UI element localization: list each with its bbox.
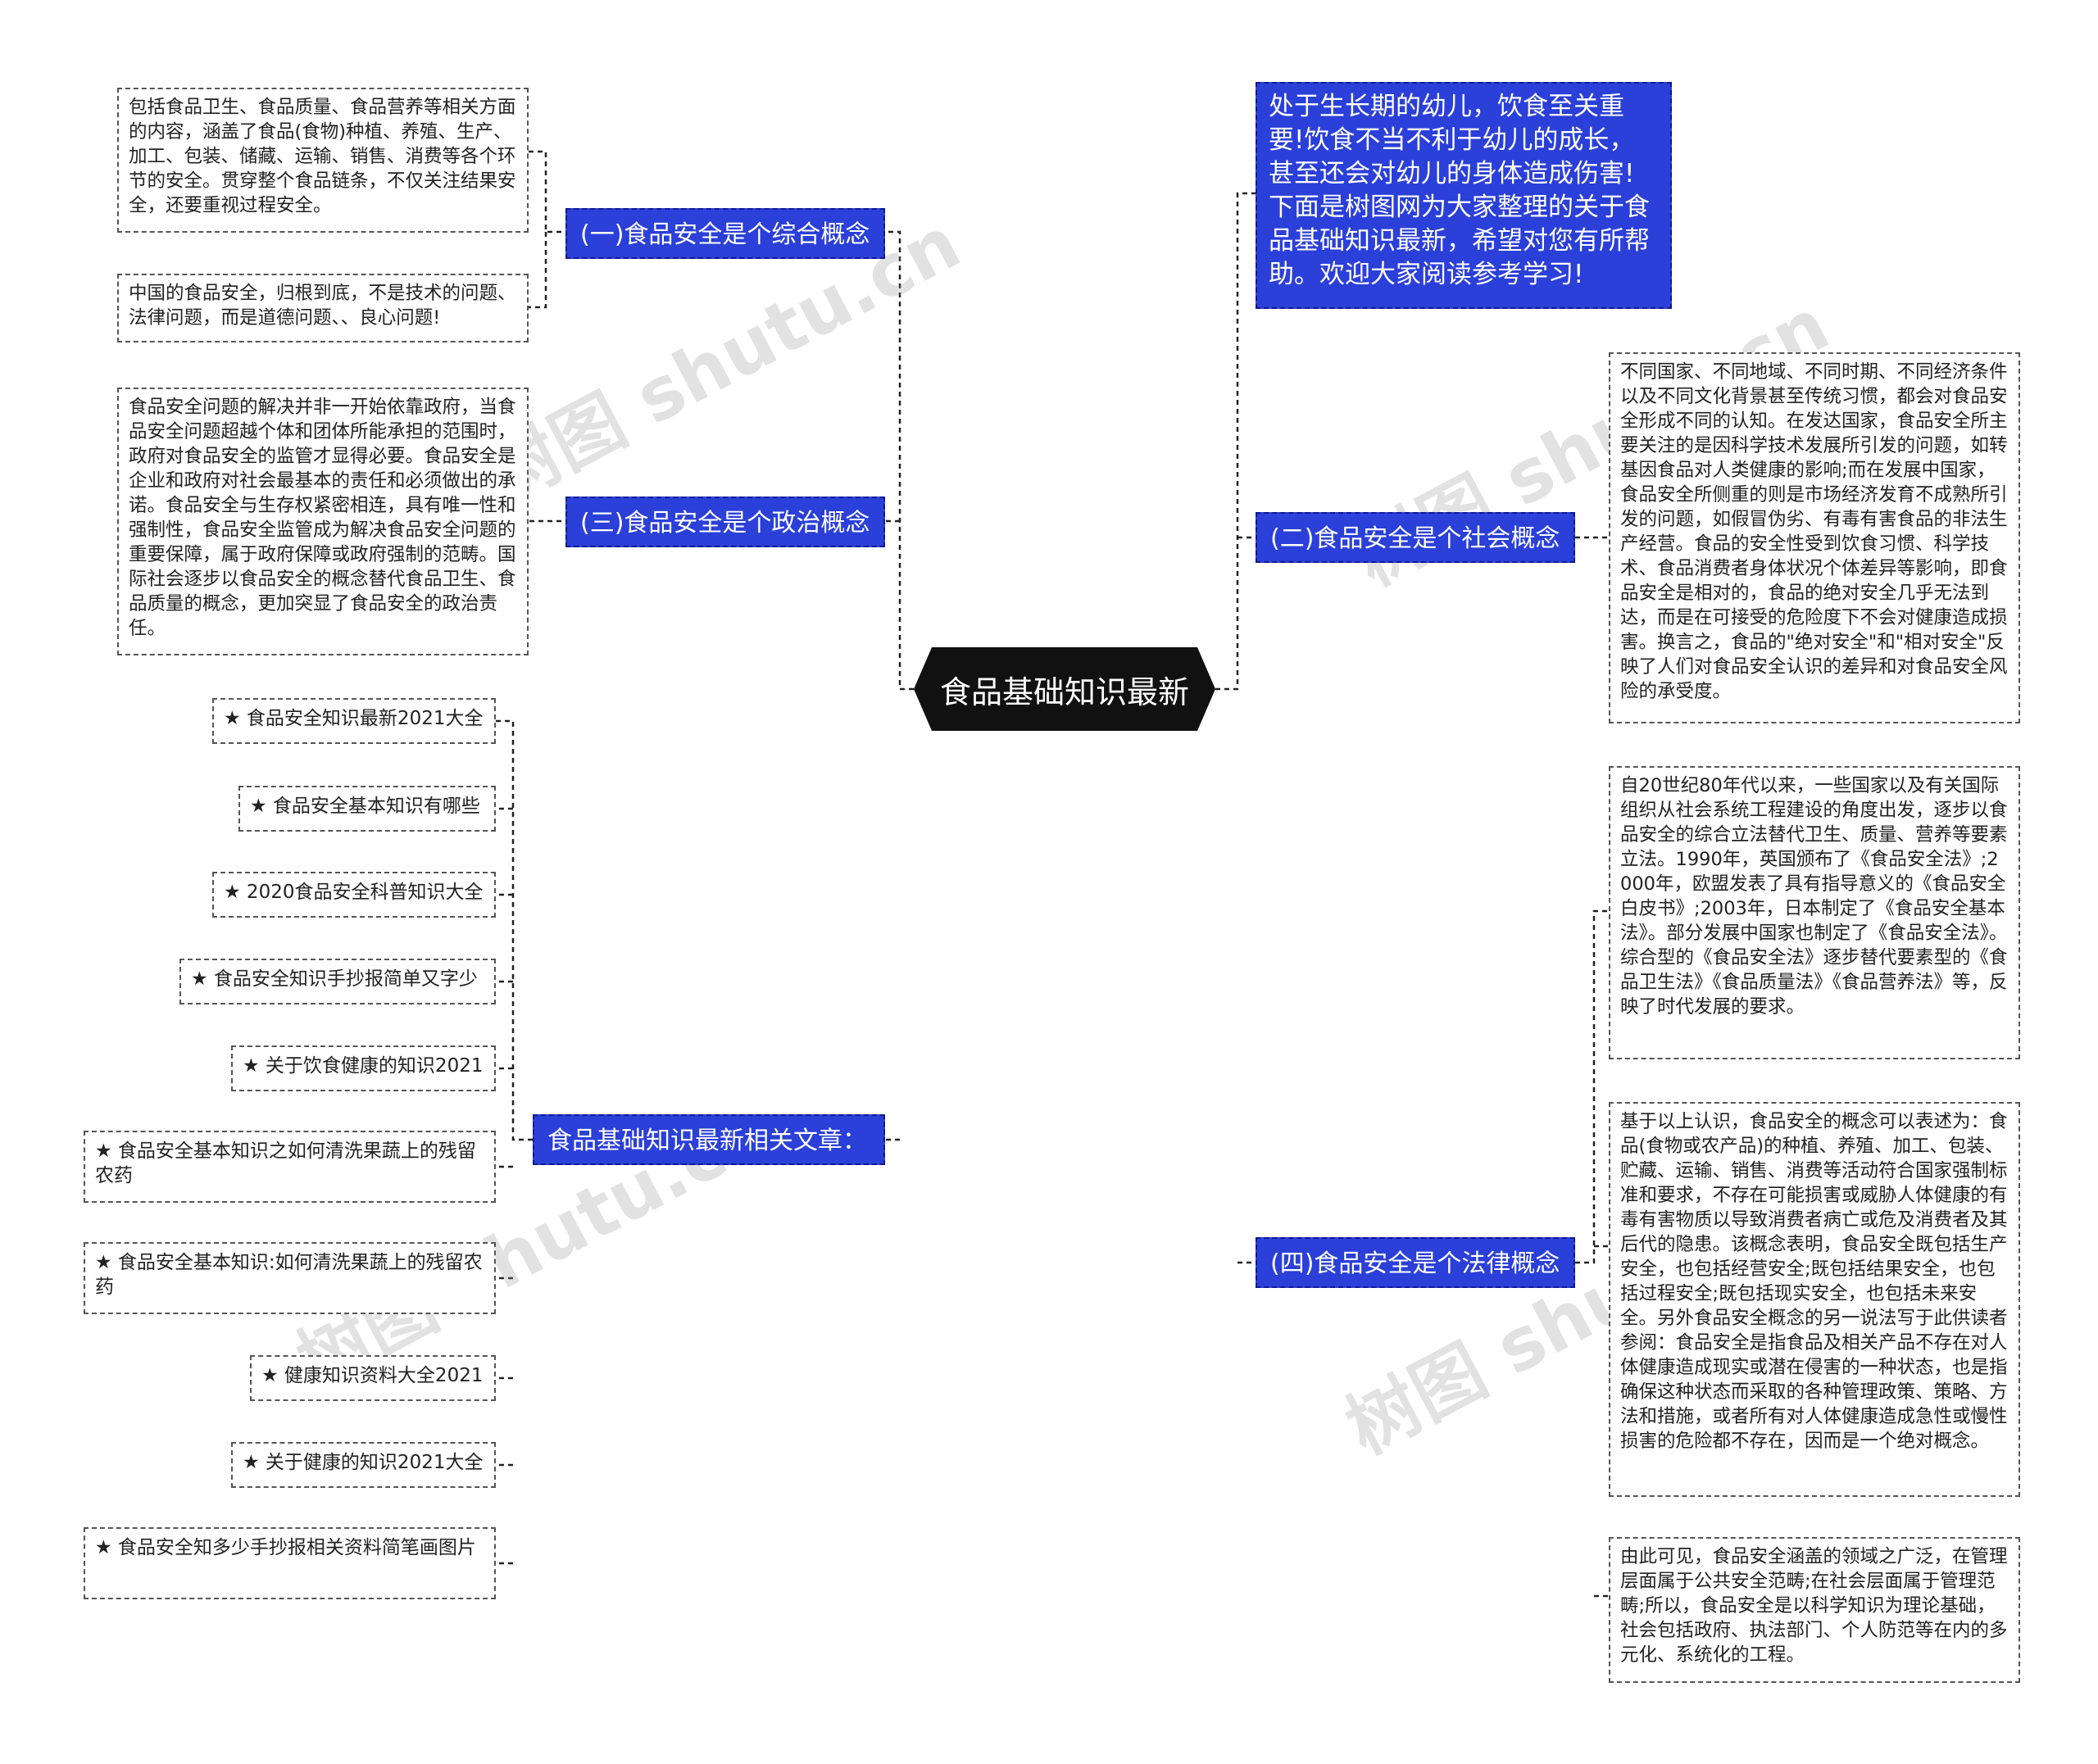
note-comprehensive-1: 包括食品卫生、食品质量、食品营养等相关方面的内容，涵盖了食品(食物)种植、养殖、…: [117, 88, 529, 233]
note-text: 基于以上认识，食品安全的概念可以表述为：食品(食物或农产品)的种植、养殖、加工、…: [1620, 1111, 2008, 1452]
connector: [885, 230, 914, 1141]
related-article-link[interactable]: ★ 关于饮食健康的知识2021: [231, 1045, 496, 1091]
topic-label: (三)食品安全是个政治概念: [580, 509, 870, 537]
topic-label: 食品基础知识最新相关文章：: [547, 1127, 867, 1155]
connector: [496, 719, 533, 1565]
related-article-link[interactable]: ★ 食品安全知识最新2021大全: [212, 698, 496, 744]
topic-social-concept[interactable]: (二)食品安全是个社会概念: [1256, 512, 1575, 563]
related-article-link[interactable]: ★ 食品安全基本知识之如何清洗果蔬上的残留农药: [84, 1131, 496, 1203]
topic-label: (一)食品安全是个综合概念: [580, 220, 870, 249]
connector: [1575, 909, 1609, 1598]
note-text: 中国的食品安全，归根到底，不是技术的问题、法律问题，而是道德问题、、良心问题!: [129, 283, 516, 329]
related-article-link[interactable]: ★ 食品安全知识手抄报简单又字少: [179, 959, 496, 1004]
central-topic[interactable]: 食品基础知识最新: [914, 647, 1215, 731]
note-text: 包括食品卫生、食品质量、食品营养等相关方面的内容，涵盖了食品(食物)种植、养殖、…: [129, 97, 516, 216]
note-text: 自20世纪80年代以来，一些国家以及有关国际组织从社会系统工程建设的角度出发，逐…: [1620, 775, 2008, 1018]
topic-label: (二)食品安全是个社会概念: [1270, 524, 1560, 553]
note-text: 由此可见，食品安全涵盖的领域之广泛，在管理层面属于公共安全范畴;在社会层面属于管…: [1620, 1546, 2008, 1666]
note-political: 食品安全问题的解决并非一开始依靠政府，当食品安全问题超越个体和团体所能承担的范围…: [117, 388, 529, 655]
note-text: 食品安全问题的解决并非一开始依靠政府，当食品安全问题超越个体和团体所能承担的范围…: [129, 397, 516, 639]
topic-political-concept[interactable]: (三)食品安全是个政治概念: [565, 497, 885, 547]
topic-label: (四)食品安全是个法律概念: [1270, 1249, 1560, 1278]
related-article-link[interactable]: ★ 食品安全基本知识:如何清洗果蔬上的残留农药: [84, 1242, 496, 1314]
intro-box[interactable]: 处于生长期的幼儿，饮食至关重要!饮食不当不利于幼儿的成长，甚至还会对幼儿的身体造…: [1256, 82, 1672, 309]
related-article-link[interactable]: ★ 健康知识资料大全2021: [250, 1355, 496, 1401]
connector: [1215, 192, 1256, 1264]
related-article-link[interactable]: ★ 2020食品安全科普知识大全: [212, 872, 496, 918]
related-article-link[interactable]: ★ 食品安全知多少手抄报相关资料简笔画图片: [84, 1527, 496, 1599]
note-legal-3: 由此可见，食品安全涵盖的领域之广泛，在管理层面属于公共安全范畴;在社会层面属于管…: [1609, 1537, 2020, 1683]
intro-text: 处于生长期的幼儿，饮食至关重要!饮食不当不利于幼儿的成长，甚至还会对幼儿的身体造…: [1269, 92, 1650, 289]
note-legal-1: 自20世纪80年代以来，一些国家以及有关国际组织从社会系统工程建设的角度出发，逐…: [1609, 766, 2020, 1059]
related-article-link[interactable]: ★ 食品安全基本知识有哪些: [238, 786, 496, 832]
central-topic-label: 食品基础知识最新: [939, 673, 1189, 710]
note-comprehensive-2: 中国的食品安全，归根到底，不是技术的问题、法律问题，而是道德问题、、良心问题!: [117, 274, 529, 342]
related-article-link[interactable]: ★ 关于健康的知识2021大全: [231, 1442, 496, 1488]
connector: [529, 150, 570, 309]
topic-related-articles[interactable]: 食品基础知识最新相关文章：: [533, 1114, 885, 1165]
note-legal-2: 基于以上认识，食品安全的概念可以表述为：食品(食物或农产品)的种植、养殖、加工、…: [1609, 1102, 2020, 1497]
note-social: 不同国家、不同地域、不同时期、不同经济条件以及不同文化背景甚至传统习惯，都会对食…: [1609, 352, 2020, 723]
topic-comprehensive-concept[interactable]: (一)食品安全是个综合概念: [565, 208, 885, 259]
note-text: 不同国家、不同地域、不同时期、不同经济条件以及不同文化背景甚至传统习惯，都会对食…: [1620, 361, 2008, 702]
topic-legal-concept[interactable]: (四)食品安全是个法律概念: [1256, 1237, 1575, 1288]
